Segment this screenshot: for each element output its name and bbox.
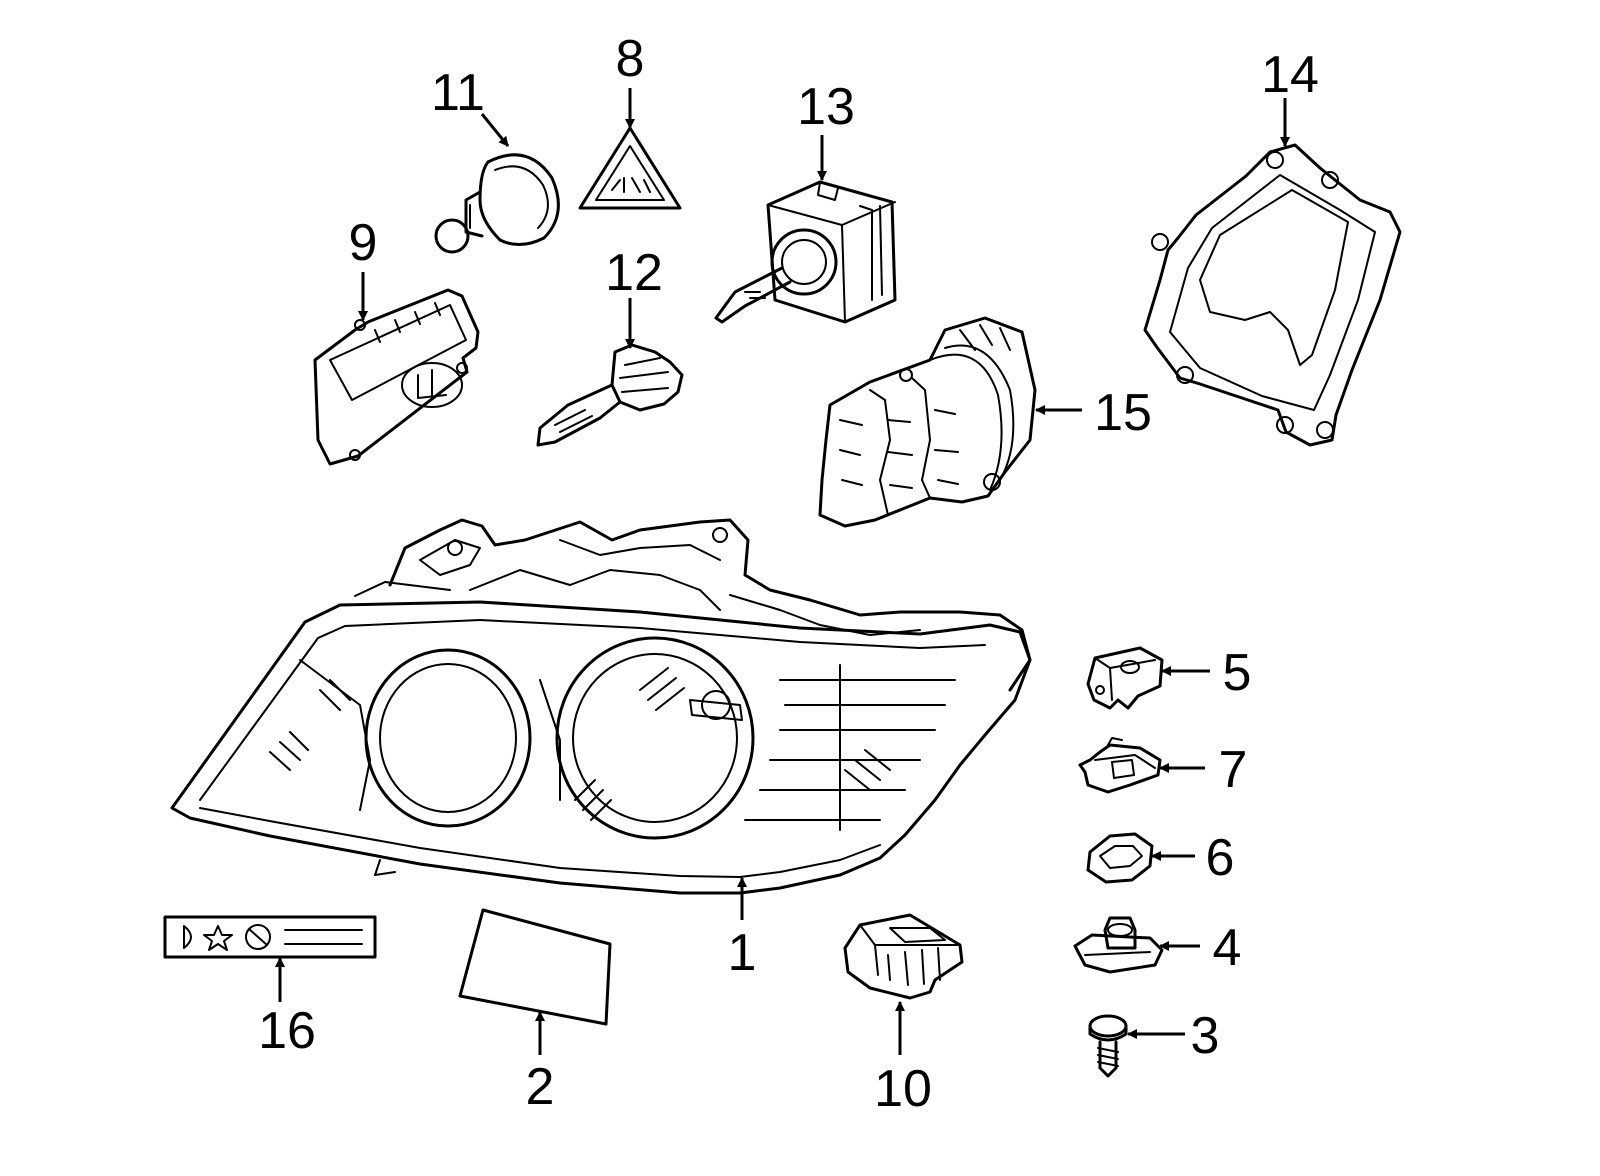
callout-3: 3 (1191, 1007, 1220, 1065)
callout-4: 4 (1213, 919, 1242, 977)
callout-5: 5 (1223, 644, 1252, 702)
part-clip-nut (1073, 916, 1164, 974)
callout-13: 13 (797, 78, 855, 136)
callout-2: 2 (526, 1058, 555, 1116)
part-control-module (313, 288, 480, 466)
part-halogen-bulb (536, 343, 684, 447)
callout-14: 14 (1261, 46, 1319, 104)
callout-1: 1 (728, 924, 757, 982)
callout-labels: 1 2 3 4 5 6 7 8 9 10 11 12 13 14 15 16 (258, 30, 1319, 1118)
part-mount-bracket (1086, 646, 1164, 710)
callout-15: 15 (1094, 384, 1152, 442)
part-screw (1088, 1014, 1128, 1078)
part-headlamp-assembly (170, 518, 1032, 895)
part-bulb-socket (434, 153, 560, 254)
part-warning-label (578, 126, 682, 210)
callout-9: 9 (349, 214, 378, 272)
part-connector-module (843, 913, 964, 1000)
leader-lines (275, 88, 1290, 1055)
part-retainer-clip (1078, 737, 1162, 794)
callout-10: 10 (874, 1060, 932, 1118)
callout-11: 11 (431, 64, 485, 122)
part-lens-label (458, 908, 612, 1026)
callout-12: 12 (605, 244, 663, 302)
part-grommet (1086, 832, 1154, 884)
leader-11 (480, 113, 510, 147)
callout-7: 7 (1219, 741, 1248, 799)
part-symbol-label (163, 915, 377, 959)
part-rear-cover (1143, 143, 1402, 447)
callout-8: 8 (616, 30, 645, 88)
part-xenon-bulb (714, 180, 897, 324)
part-led-module (818, 316, 1037, 528)
callout-6: 6 (1206, 829, 1235, 887)
callout-16: 16 (258, 1002, 316, 1060)
